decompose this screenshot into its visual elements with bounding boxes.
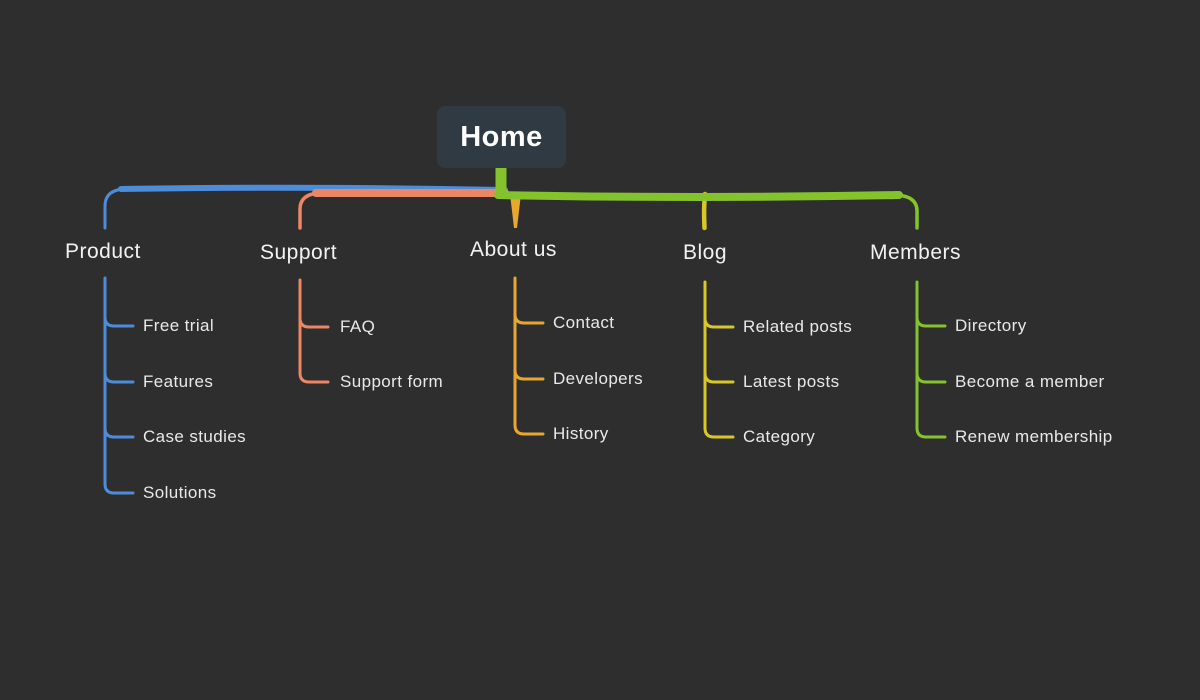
child-label-support-form[interactable]: Support form: [340, 372, 444, 391]
child-label-features[interactable]: Features: [143, 372, 214, 391]
support-trunk-drop: [298, 191, 322, 230]
branch-label-aboutus[interactable]: About us: [470, 238, 557, 261]
child-label-case-studies[interactable]: Case studies: [143, 427, 247, 446]
branch-label-product[interactable]: Product: [65, 240, 141, 263]
aboutus-trunk-drop: [510, 194, 521, 228]
members-trunk-drop: [891, 193, 919, 230]
child-label-directory[interactable]: Directory: [955, 316, 1027, 335]
child-label-latest-posts[interactable]: Latest posts: [743, 372, 840, 391]
product-children-connector: [103, 276, 135, 495]
child-label-contact[interactable]: Contact: [553, 313, 615, 332]
child-label-developers[interactable]: Developers: [553, 369, 643, 388]
aboutus-children-connector: [513, 276, 545, 436]
child-label-renew-membership[interactable]: Renew membership: [955, 427, 1113, 446]
child-label-become-a-member[interactable]: Become a member: [955, 372, 1105, 391]
child-label-free-trial[interactable]: Free trial: [143, 316, 215, 335]
home-stub-connector: [495, 166, 507, 198]
support-children-connector: [298, 278, 330, 384]
home-node[interactable]: Home: [437, 106, 566, 168]
branch-label-support[interactable]: Support: [260, 241, 338, 264]
child-label-faq[interactable]: FAQ: [340, 317, 376, 336]
members-children-connector: [915, 280, 947, 439]
child-label-solutions[interactable]: Solutions: [143, 483, 217, 502]
branch-label-blog[interactable]: Blog: [683, 241, 728, 264]
child-label-history[interactable]: History: [553, 424, 609, 443]
child-label-related-posts[interactable]: Related posts: [743, 317, 853, 336]
product-trunk-drop: [103, 187, 129, 230]
branch-label-members[interactable]: Members: [870, 241, 962, 264]
child-label-category[interactable]: Category: [743, 427, 816, 446]
blog-children-connector: [703, 280, 735, 439]
members-trunk-line: [494, 191, 903, 201]
